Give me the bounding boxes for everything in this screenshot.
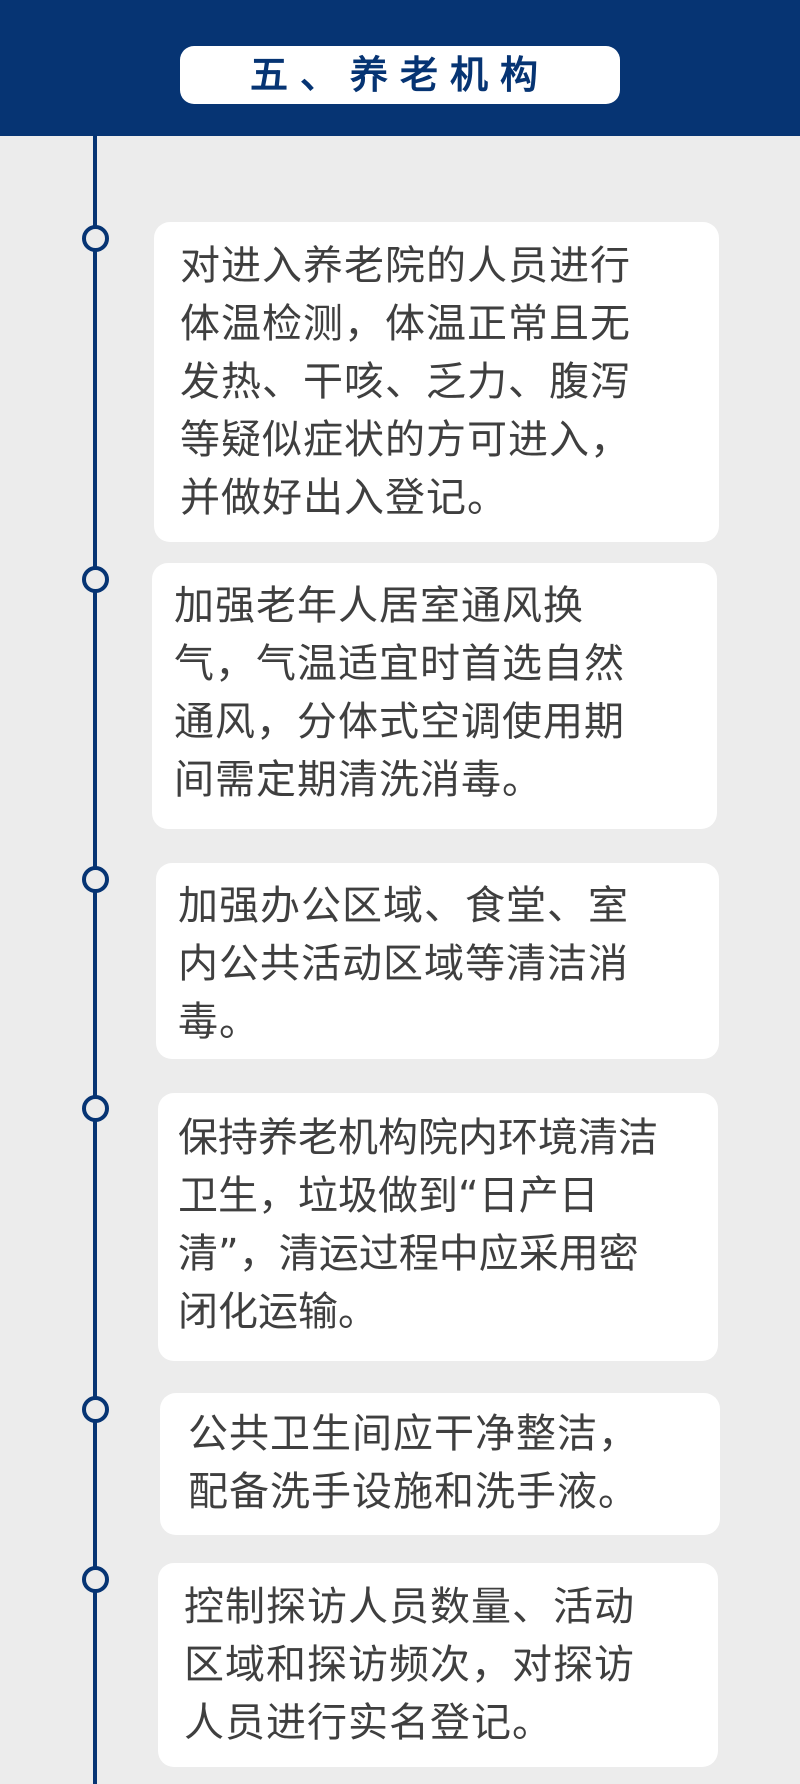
guideline-card-4: 保持养老机构院内环境清洁 卫生，垃圾做到“日产日 清”，清运过程中应采用密 闭化… — [158, 1093, 718, 1361]
guideline-card-1: 对进入养老院的人员进行 体温检测，体温正常且无 发热、干咳、乏力、腹泻 等疑似症… — [154, 222, 719, 542]
timeline-node-1 — [82, 225, 109, 252]
card-line: 配备洗手设施和洗手液。 — [188, 1469, 639, 1515]
card-line: 内公共活动区域等清洁消 — [178, 941, 629, 987]
page-title: 五、养老机构 — [249, 52, 550, 97]
card-line: 公共卫生间应干净整洁， — [188, 1411, 639, 1457]
timeline-node-5 — [82, 1396, 109, 1423]
card-line: 卫生，垃圾做到“日产日 — [178, 1173, 599, 1219]
card-line: 并做好出入登记。 — [180, 475, 508, 521]
card-line: 体温检测，体温正常且无 — [180, 301, 631, 347]
timeline-node-4 — [82, 1095, 109, 1122]
card-line: 区域和探访频次，对探访 — [184, 1642, 635, 1688]
card-line: 加强老年人居室通风换 — [174, 583, 584, 629]
card-line: 等疑似症状的方可进入， — [180, 417, 631, 463]
header-banner: 五、养老机构 — [0, 0, 800, 136]
card-line: 气，气温适宜时首选自然 — [174, 641, 625, 687]
guideline-card-5: 公共卫生间应干净整洁， 配备洗手设施和洗手液。 — [160, 1393, 720, 1535]
timeline-node-3 — [82, 866, 109, 893]
timeline-node-6 — [82, 1566, 109, 1593]
guideline-card-6: 控制探访人员数量、活动 区域和探访频次，对探访 人员进行实名登记。 — [158, 1563, 718, 1767]
card-line: 加强办公区域、食堂、室 — [178, 883, 629, 929]
guideline-card-3: 加强办公区域、食堂、室 内公共活动区域等清洁消 毒。 — [156, 863, 719, 1059]
timeline-line — [93, 136, 97, 1784]
timeline-node-2 — [82, 566, 109, 593]
card-line: 通风，分体式空调使用期 — [174, 699, 625, 745]
guideline-card-2: 加强老年人居室通风换 气，气温适宜时首选自然 通风，分体式空调使用期 间需定期清… — [152, 563, 717, 829]
card-line: 间需定期清洗消毒。 — [174, 757, 543, 803]
card-line: 保持养老机构院内环境清洁 — [178, 1115, 658, 1161]
card-line: 毒。 — [178, 999, 260, 1045]
card-line: 发热、干咳、乏力、腹泻 — [180, 359, 631, 405]
card-line: 闭化运输。 — [178, 1289, 378, 1335]
title-pill: 五、养老机构 — [180, 46, 620, 104]
card-line: 控制探访人员数量、活动 — [184, 1584, 635, 1630]
card-line: 对进入养老院的人员进行 — [180, 243, 631, 289]
card-line: 人员进行实名登记。 — [184, 1700, 553, 1746]
card-line: 清”，清运过程中应采用密 — [178, 1231, 639, 1277]
